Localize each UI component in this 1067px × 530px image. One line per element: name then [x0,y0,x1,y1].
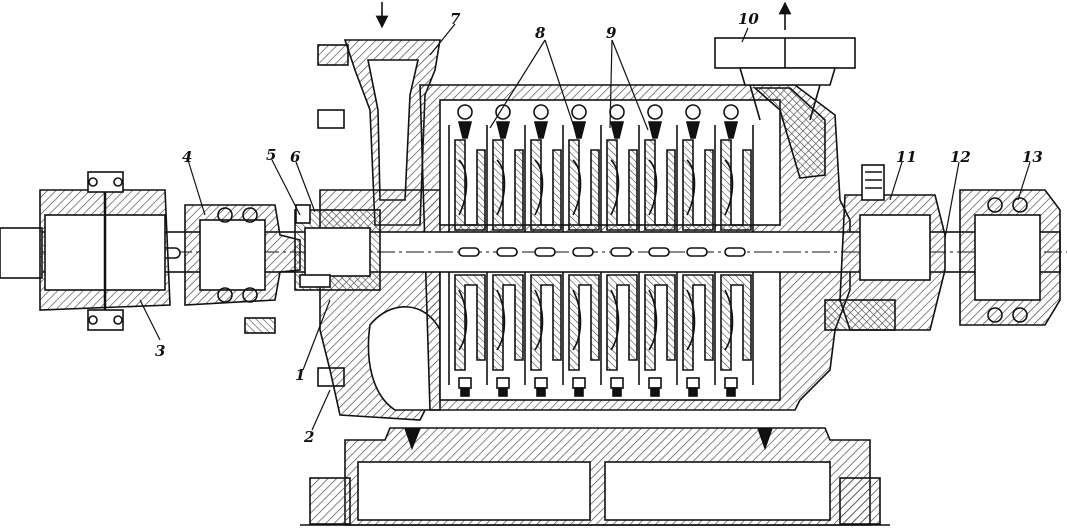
callout-8: 8 [535,24,546,42]
right-bearing-housing [959,189,1061,326]
bolt [534,377,548,397]
keyway [610,247,632,257]
bolt [723,104,739,139]
callout-5: 5 [266,146,276,164]
callout-10: 10 [738,10,759,28]
bottom-bolts [458,377,738,397]
callout-1: 1 [295,366,305,384]
shaft-keyways [458,247,746,257]
left-bearing-housing [184,204,301,334]
callout-12: 12 [950,148,971,166]
keyway [534,247,556,257]
impeller-stage [644,139,676,371]
bolt [533,104,549,139]
impeller-stage [606,139,638,371]
callout-7: 7 [450,10,461,28]
bolt [572,377,586,397]
bolt [686,377,700,397]
keyway [496,247,518,257]
callout-3: 3 [155,342,165,360]
coupling [39,171,171,331]
callout-4: 4 [182,148,192,166]
flow-arrows [375,1,792,30]
callout-11: 11 [896,148,917,166]
keyway [572,247,594,257]
callout-6: 6 [290,148,301,166]
left-seal-box [294,204,381,291]
impeller-stages [448,125,754,385]
bolt [724,377,738,397]
impeller-stage [682,139,714,371]
bolt [496,377,510,397]
keyway [458,247,480,257]
impeller-stage [492,139,524,371]
callout-labels: 1 2 3 4 5 6 7 8 9 10 11 12 13 [155,10,1043,446]
impeller-stage [454,139,486,371]
bolt [610,377,624,397]
bolt [685,104,701,139]
leader-lines [139,23,1031,431]
keyway [724,247,746,257]
callout-9: 9 [606,24,617,42]
impeller-stage [568,139,600,371]
discharge-flange [714,37,856,121]
keyway [686,247,708,257]
impeller-stage [530,139,562,371]
base-frame [300,427,890,526]
keyway [648,247,670,257]
bolt [571,104,587,139]
bolt [495,104,511,139]
callout-13: 13 [1022,148,1043,166]
impeller-stage [720,139,752,371]
bolt [648,377,662,397]
right-seal-box [824,164,946,331]
bolt [457,104,473,139]
callout-2: 2 [303,428,314,446]
bolt [609,104,625,139]
bolt [458,377,472,397]
bolt [647,104,663,139]
top-bolts [457,104,739,139]
